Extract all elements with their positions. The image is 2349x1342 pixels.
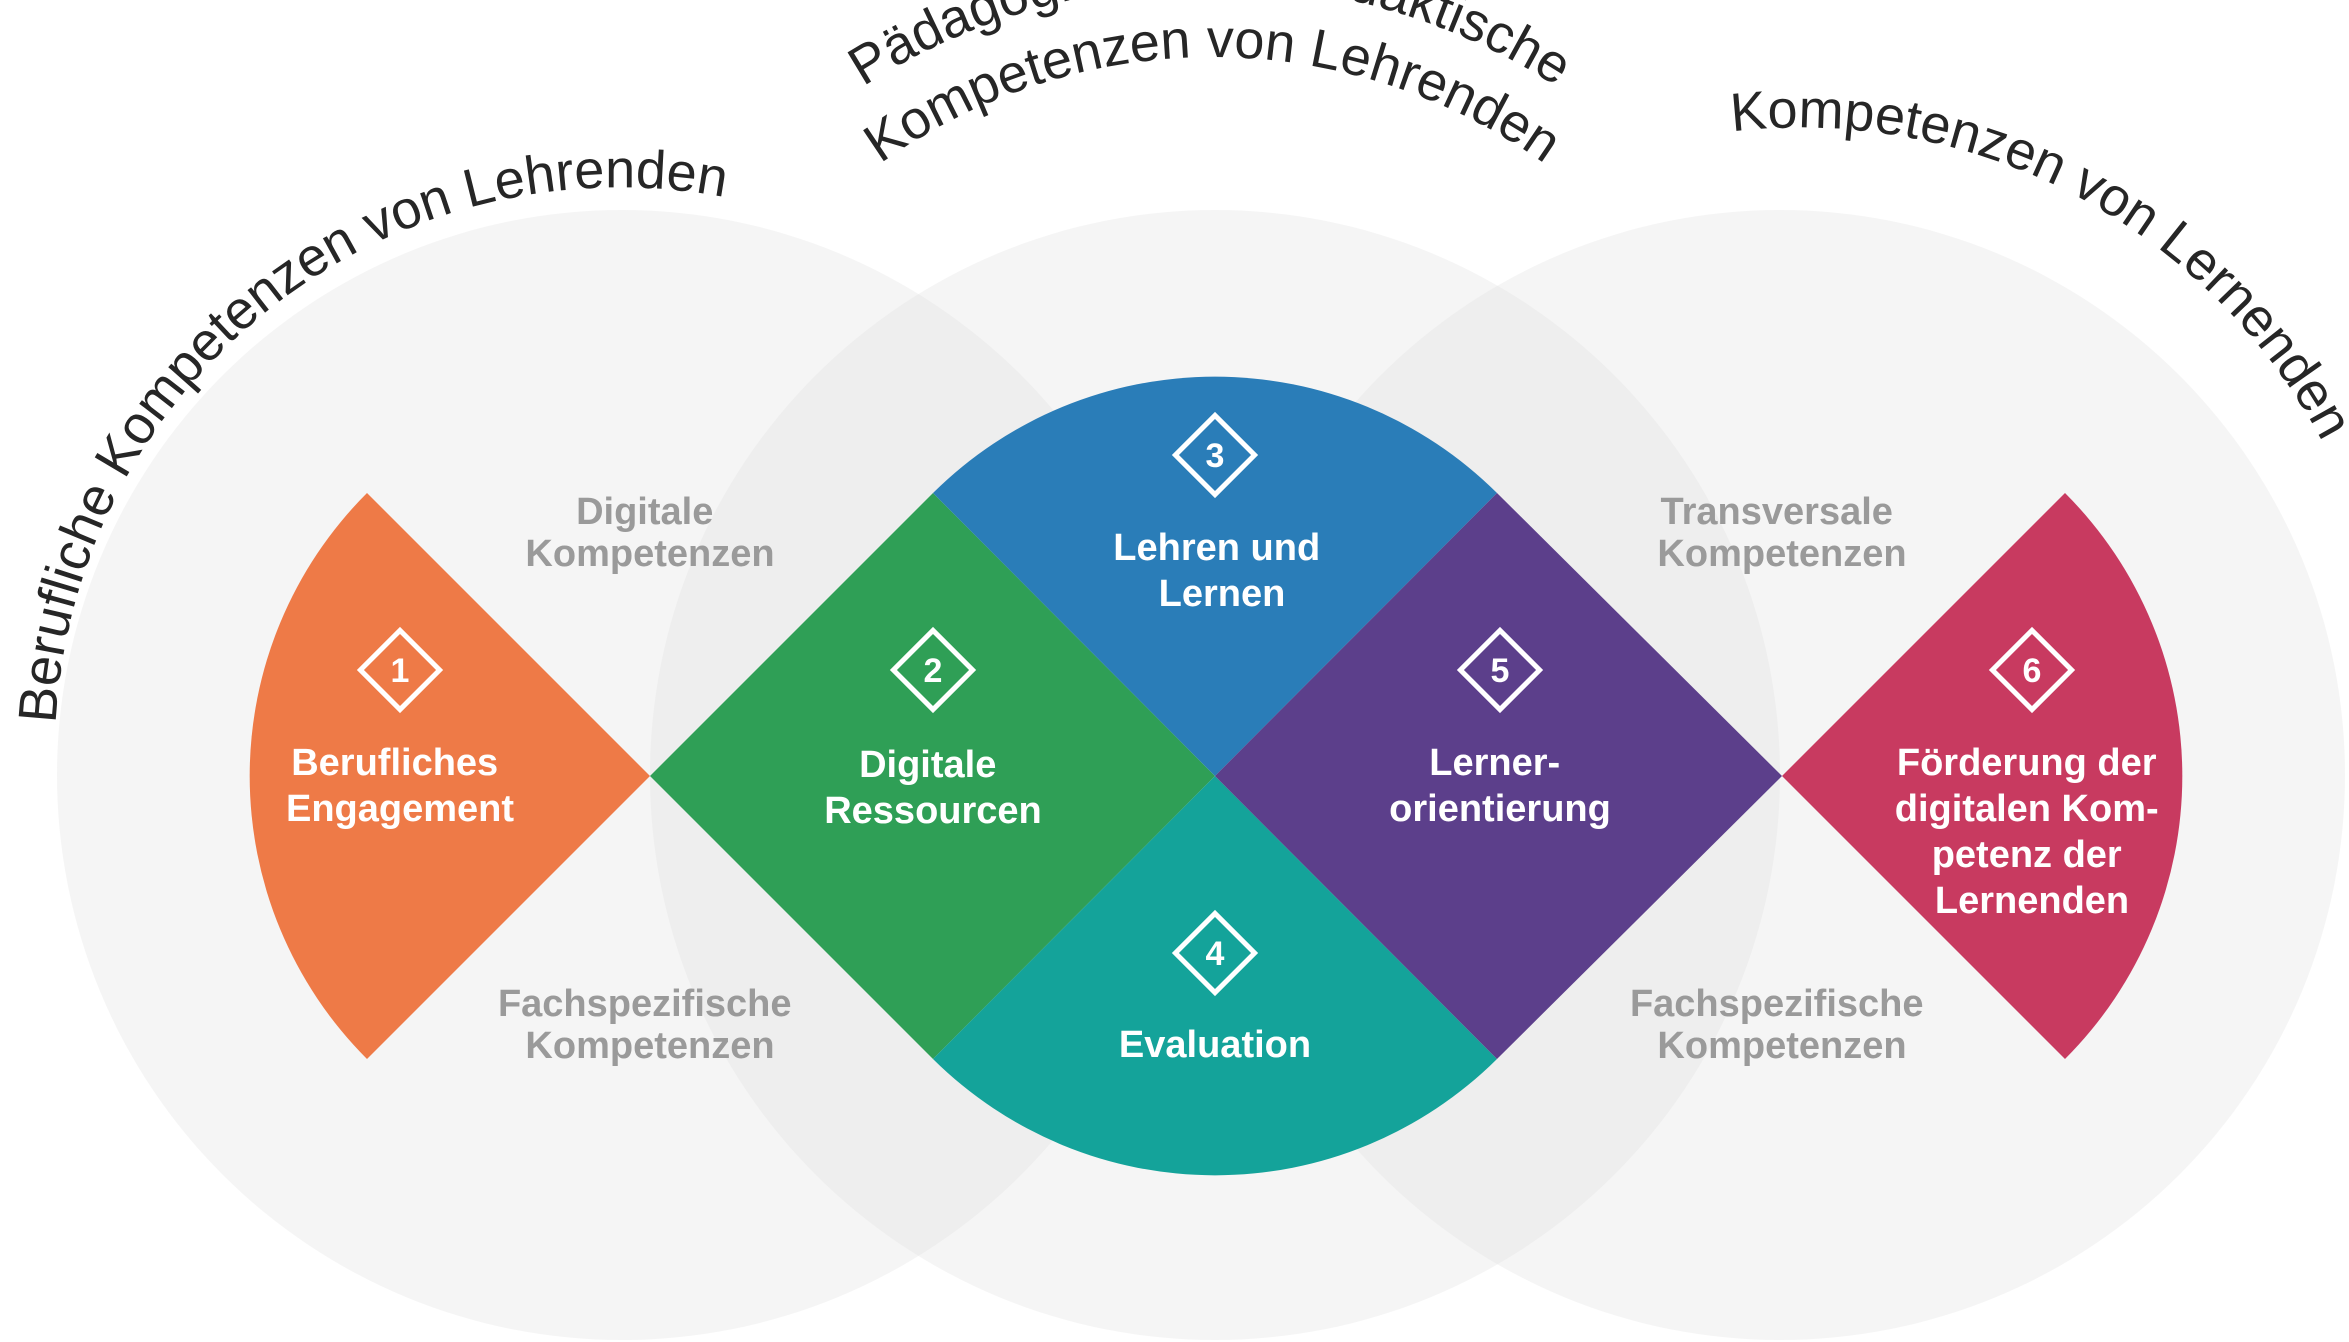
segment-6-shape[interactable] xyxy=(1782,493,2183,1059)
badge-number: 6 xyxy=(2023,652,2042,690)
segment-5-shape[interactable] xyxy=(1215,493,1782,1059)
badge-number: 5 xyxy=(1491,652,1510,690)
label-transversale-kompetenzen: Transversale Kompetenzen xyxy=(1657,491,1906,575)
segment-1-shape[interactable] xyxy=(249,493,650,1059)
segment-6-label: Förderung der digitalen Kom- petenz der … xyxy=(1895,742,2169,922)
badge-number: 4 xyxy=(1206,935,1225,973)
segment-2-shape[interactable] xyxy=(650,493,1215,1059)
badge-4: 4 xyxy=(1171,909,1259,997)
segment-1-label: Berufliches Engagement xyxy=(286,742,514,830)
segment-labels: Berufliches Engagement Digitale Ressourc… xyxy=(286,527,2169,1066)
diamond-badge-icon xyxy=(356,626,444,714)
badge-3: 3 xyxy=(1171,411,1259,499)
badge-number: 1 xyxy=(391,652,410,690)
diamond-badge-icon xyxy=(1988,626,2076,714)
label-fachspezifische-right: Fachspezifische Kompetenzen xyxy=(1630,983,1934,1067)
segment-5-label: Lerner- orientierung xyxy=(1389,742,1611,830)
badge-6: 6 xyxy=(1988,626,2076,714)
diamond-badge-icon xyxy=(1456,626,1544,714)
segment-2-label: Digitale Ressourcen xyxy=(824,744,1042,832)
badge-2: 2 xyxy=(889,626,977,714)
grey-labels: Digitale Kompetenzen Fachspezifische Kom… xyxy=(498,491,1934,1067)
segment-4-shape[interactable] xyxy=(933,776,1497,1176)
segment-3-shape[interactable] xyxy=(933,376,1497,776)
number-badges: 1 2 3 4 5 6 xyxy=(356,411,2076,997)
badge-number: 3 xyxy=(1206,437,1225,475)
segment-4-label: Evaluation xyxy=(1119,1024,1311,1066)
badge-number: 2 xyxy=(924,652,943,690)
segment-3-label: Lehren und Lernen xyxy=(1113,527,1330,615)
segments xyxy=(249,376,2183,1176)
diamond-badge-icon xyxy=(889,626,977,714)
label-digitale-kompetenzen: Digitale Kompetenzen xyxy=(525,491,774,575)
label-fachspezifische-left: Fachspezifische Kompetenzen xyxy=(498,983,802,1067)
badge-5: 5 xyxy=(1456,626,1544,714)
diamond-badge-icon xyxy=(1171,411,1259,499)
diamond-badge-icon xyxy=(1171,909,1259,997)
badge-1: 1 xyxy=(356,626,444,714)
